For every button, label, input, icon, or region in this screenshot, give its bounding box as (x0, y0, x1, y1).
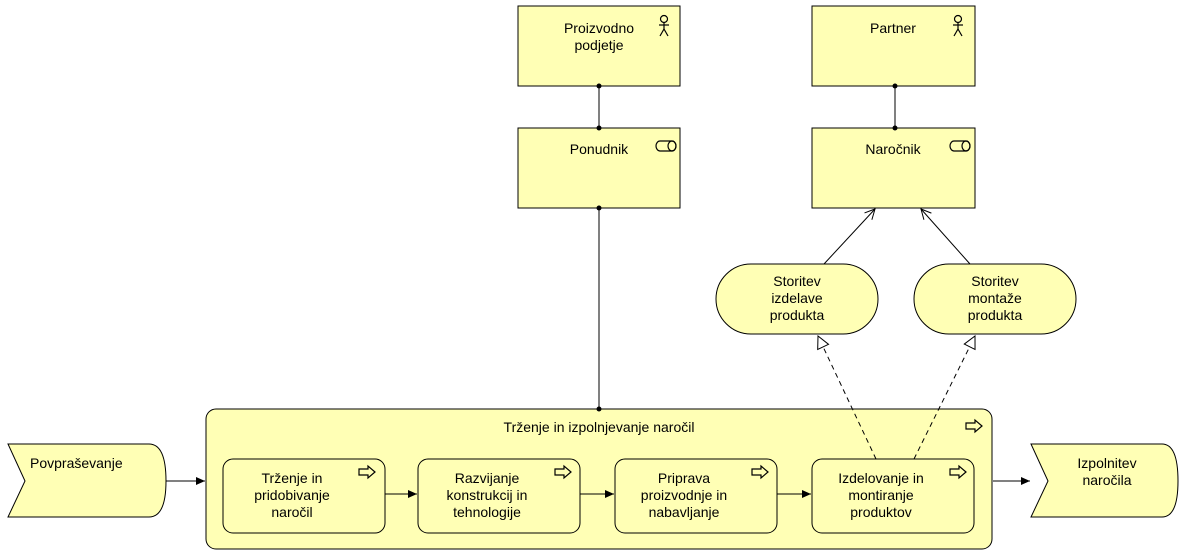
subprocess-4[interactable] (811, 458, 975, 534)
subprocess-label: Izdelovanje in montiranje produktov (838, 470, 924, 520)
process-arrow-icon (554, 464, 572, 480)
subprocess-label: Razvijanje konstrukcij in tehnologije (446, 470, 528, 520)
event-izpolnitev[interactable] (1030, 443, 1179, 518)
service-label: Storitev montaže produkta (967, 273, 1023, 323)
event-label: Izpolnitev naročila (1077, 455, 1137, 488)
service-label: Storitev izdelave produkta (769, 273, 825, 323)
subprocess-2[interactable] (417, 458, 581, 534)
process-arrow-icon (751, 464, 769, 480)
event-label: Povpraševanje (30, 455, 123, 471)
service-izdelave[interactable] (715, 263, 879, 335)
process-arrow-icon (949, 464, 967, 480)
realization-1 (818, 336, 877, 460)
used-by-arrow-1 (823, 209, 875, 265)
used-by-arrow-2 (921, 209, 971, 265)
process-arrow-icon (965, 418, 983, 434)
assignment-dot (596, 205, 602, 211)
assignment-dot (892, 83, 898, 89)
role-ponudnik[interactable] (517, 127, 681, 209)
actor-proizvodno-podjetje[interactable] (517, 5, 681, 87)
process-arrow-icon (358, 464, 376, 480)
main-process-label: Trženje in izpolnjevanje naročil (503, 419, 695, 435)
role-narocnik[interactable] (811, 127, 976, 209)
event-povprasevanje[interactable] (7, 443, 167, 518)
role-icon (655, 140, 677, 152)
subprocess-3[interactable] (614, 458, 778, 534)
assignment-dot (596, 406, 602, 412)
service-montaze[interactable] (913, 263, 1077, 335)
subprocess-label: Priprava proizvodnje in nabavljanje (640, 470, 728, 520)
realization-2 (913, 336, 975, 460)
actor-icon (953, 14, 963, 37)
role-label: Naročnik (865, 141, 921, 157)
assignment-dot (892, 125, 898, 131)
subprocess-1[interactable] (222, 458, 386, 534)
subprocess-label: Trženje in pridobivanje naročil (254, 470, 330, 520)
assignment-dot (596, 125, 602, 131)
role-label: Ponudnik (569, 141, 629, 157)
role-icon (949, 140, 971, 152)
actor-partner[interactable] (811, 5, 976, 87)
assignment-dot (596, 83, 602, 89)
actor-icon (659, 14, 669, 37)
actor-label: Partner (870, 20, 916, 36)
actor-label: Proizvodno podjetje (563, 20, 635, 53)
